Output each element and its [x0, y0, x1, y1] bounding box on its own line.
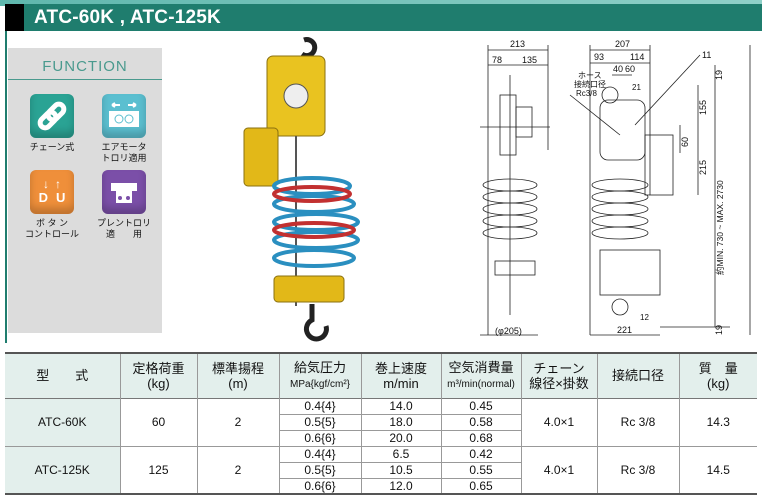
mass-cell: 14.5: [678, 446, 757, 495]
plain-trolley-icon: [102, 170, 146, 214]
dim-19-top: 19: [714, 70, 724, 80]
dim-207: 207: [615, 39, 630, 49]
function-label: コントロール: [24, 229, 79, 239]
hose-label: ホース: [578, 71, 602, 80]
title-marker: [5, 4, 24, 31]
function-air-motor-trolley: エアモータ トロリ適用: [92, 94, 156, 164]
air-cell: 0.55: [440, 462, 521, 479]
dim-213: 213: [510, 39, 525, 49]
lift-cell: 2: [196, 398, 279, 447]
dim-lift-range: 約MIN. 730 ~ MAX. 2730: [715, 180, 725, 275]
col-chain: チェーン線径×掛数: [520, 353, 597, 398]
left-rule: [5, 31, 7, 343]
function-label: チェーン式: [29, 142, 75, 152]
product-photo: [232, 36, 372, 346]
function-label: トロリ適用: [101, 153, 147, 163]
table-row: ATC-125K 125 2 0.4{4} 6.5 0.42 4.0×1 Rc …: [5, 446, 757, 495]
hose-label: 接続口径: [574, 79, 606, 89]
chain-icon: [30, 94, 74, 138]
air-cell: 0.45: [440, 398, 521, 415]
dim-114: 114: [630, 52, 644, 62]
dim-135: 135: [522, 55, 537, 65]
speed-cell: 6.5: [360, 446, 441, 463]
function-divider: [8, 79, 162, 80]
dim-155: 155: [698, 100, 708, 115]
chain-cell: 4.0×1: [520, 398, 597, 447]
col-mass: 質 量(kg): [678, 353, 757, 398]
dim-40: 40: [613, 64, 623, 74]
speed-cell: 12.0: [360, 478, 441, 495]
function-chain: チェーン式: [20, 94, 84, 164]
col-lift: 標準揚程(m): [196, 353, 279, 398]
dim-78: 78: [492, 55, 502, 65]
col-load: 定格荷重(kg): [119, 353, 197, 398]
pressure-cell: 0.6{6}: [278, 430, 361, 447]
air-cell: 0.58: [440, 414, 521, 431]
function-plain-trolley: プレントロリ 適 用: [92, 170, 156, 240]
dim-dia205: (φ205): [495, 326, 522, 336]
load-cell: 125: [119, 446, 197, 495]
col-model: 型 式: [5, 353, 120, 398]
dim-60: 60: [625, 64, 635, 74]
function-label: ボ タ ン: [35, 218, 68, 228]
dim-221: 221: [617, 325, 632, 335]
dim-11: 11: [702, 50, 711, 60]
function-title: FUNCTION: [42, 58, 128, 75]
dim-93: 93: [594, 52, 604, 62]
air-cell: 0.68: [440, 430, 521, 447]
speed-cell: 20.0: [360, 430, 441, 447]
air-cell: 0.65: [440, 478, 521, 495]
page-title: ATC-60K , ATC-125K: [34, 6, 221, 28]
dim-19-bottom: 19: [714, 325, 724, 335]
port-cell: Rc 3/8: [596, 446, 679, 495]
speed-cell: 18.0: [360, 414, 441, 431]
function-label: プレントロリ: [96, 218, 151, 228]
pressure-cell: 0.4{4}: [278, 398, 361, 415]
air-cell: 0.42: [440, 446, 521, 463]
chain-cell: 4.0×1: [520, 446, 597, 495]
dim-r12: 12: [640, 313, 649, 322]
speed-cell: 14.0: [360, 398, 441, 415]
table-row: ATC-60K 60 2 0.4{4} 14.0 0.45 4.0×1 Rc 3…: [5, 398, 757, 447]
model-cell: ATC-125K: [5, 446, 120, 495]
speed-cell: 10.5: [360, 462, 441, 479]
pressure-cell: 0.5{5}: [278, 414, 361, 431]
dimension-drawing: 213 78 135 207 93 114 40 60 11 21 12 19 …: [470, 35, 762, 347]
up-label: U: [56, 190, 66, 205]
model-cell: ATC-60K: [5, 398, 120, 447]
dim-r21: 21: [632, 83, 641, 92]
lift-cell: 2: [196, 446, 279, 495]
load-cell: 60: [119, 398, 197, 447]
air-motor-trolley-icon: [102, 94, 146, 138]
pressure-cell: 0.6{6}: [278, 478, 361, 495]
dim-60-v: 60: [680, 137, 690, 147]
top-band: [0, 0, 762, 6]
pressure-cell: 0.5{5}: [278, 462, 361, 479]
function-label: 適 用: [105, 229, 142, 239]
function-label: エアモータ: [101, 142, 147, 152]
down-label: D: [38, 190, 48, 205]
col-port: 接続口径: [596, 353, 679, 398]
hose-label: Rc3/8: [576, 89, 597, 98]
pressure-cell: 0.4{4}: [278, 446, 361, 463]
mass-cell: 14.3: [678, 398, 757, 447]
dim-215: 215: [698, 160, 708, 175]
title-bar: ATC-60K , ATC-125K: [5, 4, 762, 31]
port-cell: Rc 3/8: [596, 398, 679, 447]
